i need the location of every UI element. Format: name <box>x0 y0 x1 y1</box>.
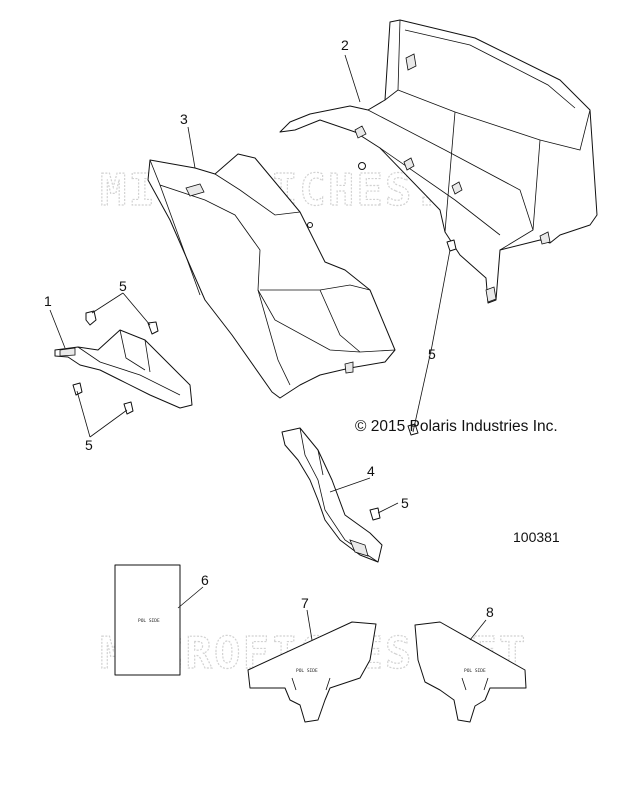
leader-lines <box>49 54 487 641</box>
part-3-side-panel <box>147 153 396 399</box>
part-8-decal: POL SIDE <box>414 621 527 723</box>
callout-5-lower-left: 5 <box>85 437 93 453</box>
callout-5-upper-left: 5 <box>119 278 127 294</box>
sticker-8-text: POL SIDE <box>464 668 486 674</box>
callout-5-right: 5 <box>428 346 436 362</box>
callout-5-lower: 5 <box>401 495 409 511</box>
sticker-7-text: POL SIDE <box>296 668 318 674</box>
callout-6: 6 <box>201 572 209 588</box>
callout-4: 4 <box>367 463 375 479</box>
callout-3: 3 <box>180 111 188 127</box>
copyright-notice: © 2015 Polaris Industries Inc. <box>355 418 558 435</box>
part-2-rear-panel <box>279 19 598 304</box>
part-7-decal: POL SIDE <box>247 621 377 723</box>
callout-7: 7 <box>301 595 309 611</box>
part-1-deflector <box>54 329 193 409</box>
fasteners-5 <box>72 239 457 521</box>
sticker-6-text: POL SIDE <box>138 618 160 624</box>
callout-8: 8 <box>486 604 494 620</box>
part-6-decal: POL SIDE <box>114 564 181 676</box>
part-4-deflector <box>281 427 383 563</box>
callout-2: 2 <box>341 37 349 53</box>
callout-1: 1 <box>44 293 52 309</box>
diagram-part-number: 100381 <box>513 529 560 545</box>
